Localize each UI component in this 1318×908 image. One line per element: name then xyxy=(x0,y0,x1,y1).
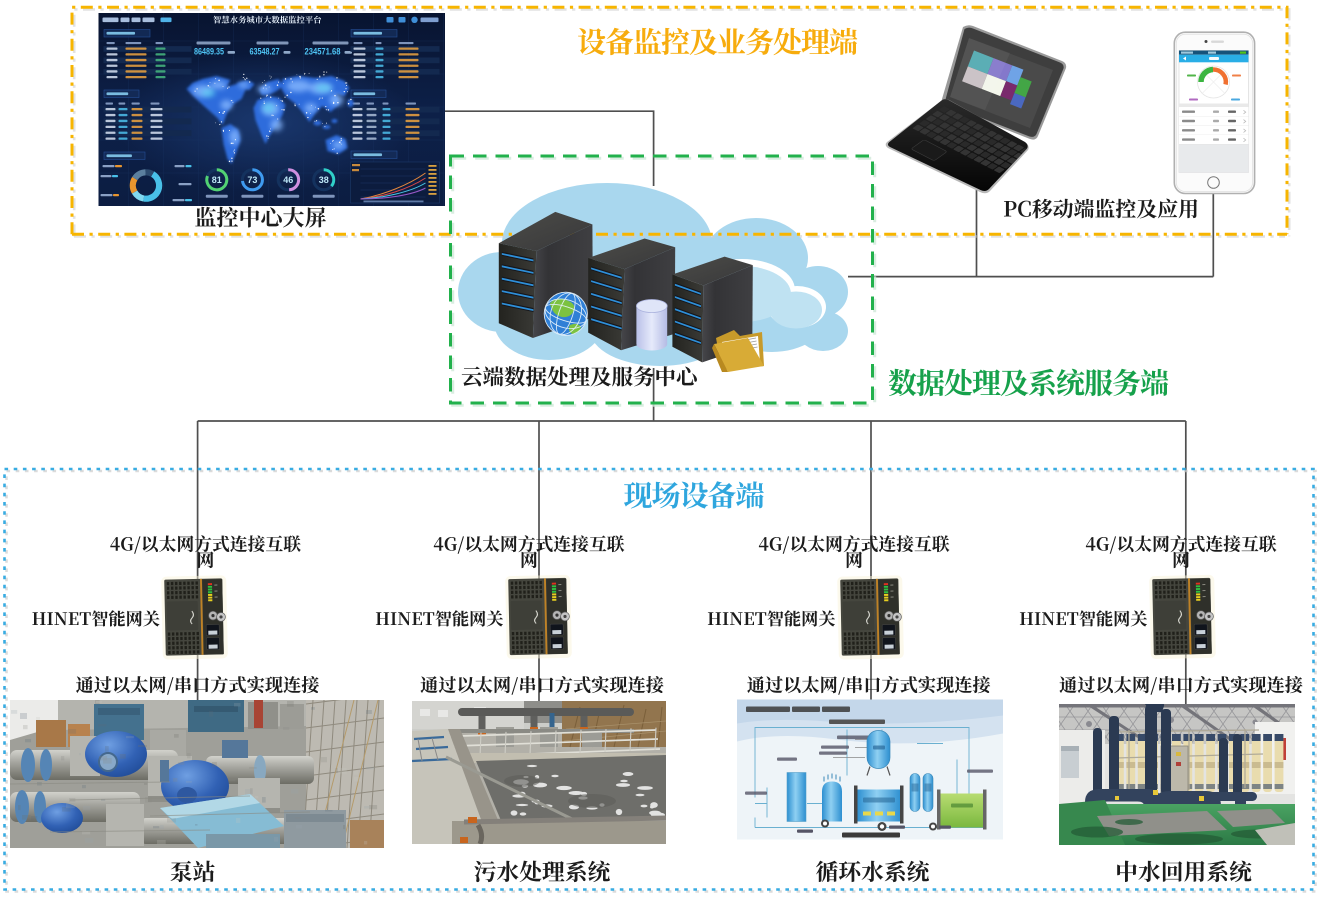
svg-text:46: 46 xyxy=(283,175,293,185)
svg-text:38: 38 xyxy=(319,175,329,185)
svg-text:86489.35: 86489.35 xyxy=(194,46,224,57)
svg-text:63548.27: 63548.27 xyxy=(250,46,280,57)
svg-text:81: 81 xyxy=(212,175,222,185)
svg-text:73: 73 xyxy=(247,175,257,185)
svg-text:234571.68: 234571.68 xyxy=(305,46,341,57)
